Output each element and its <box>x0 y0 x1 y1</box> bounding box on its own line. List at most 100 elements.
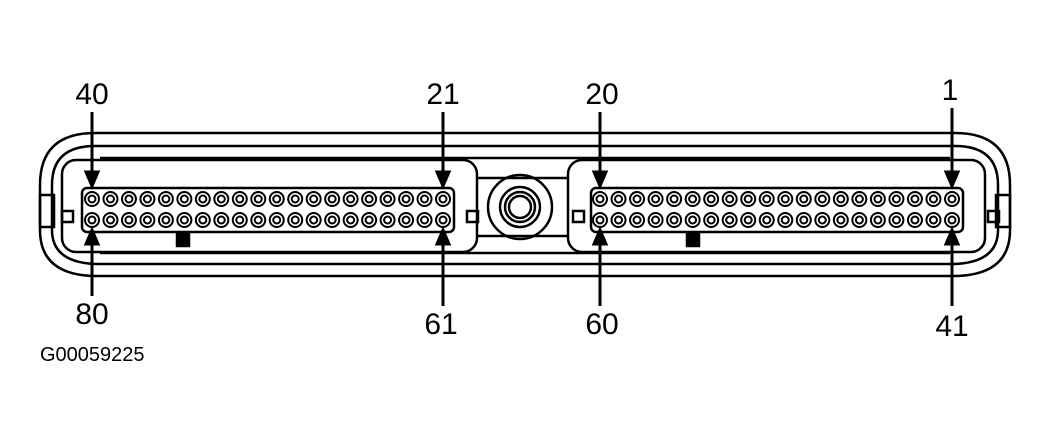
pin-socket <box>346 215 356 225</box>
pin <box>361 191 378 207</box>
pin-label-80: 80 <box>75 298 109 331</box>
pin <box>610 212 627 228</box>
pin-socket <box>105 215 115 225</box>
pin-socket <box>928 215 938 225</box>
pin-socket <box>891 215 901 225</box>
pin <box>250 191 267 207</box>
pin-socket <box>910 194 920 204</box>
pin <box>777 191 794 207</box>
pin <box>851 212 868 228</box>
arrows <box>83 108 961 306</box>
pin <box>703 212 720 228</box>
pin <box>721 191 738 207</box>
pin-socket <box>105 194 115 204</box>
pin-socket <box>327 215 337 225</box>
pin-socket <box>780 194 790 204</box>
pin <box>758 191 775 207</box>
key-marker-right <box>685 232 701 248</box>
pin-socket <box>688 194 698 204</box>
pin-socket <box>124 194 134 204</box>
pin <box>814 191 831 207</box>
pin <box>647 212 664 228</box>
pin-socket <box>873 194 883 204</box>
pin <box>832 212 849 228</box>
pin <box>795 191 812 207</box>
pin <box>194 191 211 207</box>
key-marker-left <box>175 232 191 248</box>
inner-panels <box>60 158 987 254</box>
pin <box>629 191 646 207</box>
pin-socket <box>364 194 374 204</box>
pin-socket <box>836 194 846 204</box>
pin-socket <box>327 194 337 204</box>
pin <box>851 191 868 207</box>
pin <box>324 212 341 228</box>
figure-code: G00059225 <box>40 344 145 366</box>
pin-socket <box>179 194 189 204</box>
pin <box>213 191 230 207</box>
pin <box>925 212 942 228</box>
pin <box>287 191 304 207</box>
pin <box>435 191 451 207</box>
pin <box>592 191 608 207</box>
pin-socket <box>706 194 716 204</box>
pin <box>379 212 396 228</box>
pin-socket <box>743 215 753 225</box>
pin <box>324 191 341 207</box>
pin <box>361 212 378 228</box>
pin-socket <box>235 215 245 225</box>
pin-socket <box>161 194 171 204</box>
pin <box>287 212 304 228</box>
pin-socket <box>651 194 661 204</box>
pin <box>721 212 738 228</box>
pin-socket <box>401 215 411 225</box>
pin <box>888 191 905 207</box>
pin-socket <box>873 215 883 225</box>
pin-socket <box>817 215 827 225</box>
pin <box>758 212 775 228</box>
pin-socket <box>725 215 735 225</box>
pin <box>740 191 757 207</box>
pin <box>194 212 211 228</box>
pin-socket <box>799 194 809 204</box>
pin-socket <box>799 215 809 225</box>
pin <box>906 191 923 207</box>
pin-socket <box>124 215 134 225</box>
pin <box>231 191 248 207</box>
pin-socket <box>595 194 605 204</box>
pin-socket <box>632 215 642 225</box>
pin-socket <box>198 194 208 204</box>
pin <box>379 191 396 207</box>
pin <box>435 212 451 228</box>
pin-socket <box>438 215 448 225</box>
pin <box>342 191 359 207</box>
pin <box>777 212 794 228</box>
pin <box>213 212 230 228</box>
pin <box>925 191 942 207</box>
pin-socket <box>947 215 957 225</box>
pin-socket <box>179 215 189 225</box>
pin-socket <box>669 194 679 204</box>
pin-socket <box>595 215 605 225</box>
pin <box>268 212 285 228</box>
pin <box>666 191 683 207</box>
pin-socket <box>706 215 716 225</box>
pin <box>176 212 193 228</box>
pin-socket <box>669 215 679 225</box>
pin-socket <box>854 194 864 204</box>
pin-socket <box>910 215 920 225</box>
pin-socket <box>309 194 319 204</box>
pin <box>944 212 960 228</box>
pin-socket <box>253 194 263 204</box>
pin <box>703 191 720 207</box>
pin <box>139 212 156 228</box>
pin <box>832 191 849 207</box>
pin-socket <box>253 215 263 225</box>
pin <box>592 212 608 228</box>
pin-socket <box>780 215 790 225</box>
pin-socket <box>836 215 846 225</box>
pin-label-40: 40 <box>75 78 109 111</box>
pin <box>139 191 156 207</box>
pin <box>944 191 960 207</box>
pin-socket <box>161 215 171 225</box>
